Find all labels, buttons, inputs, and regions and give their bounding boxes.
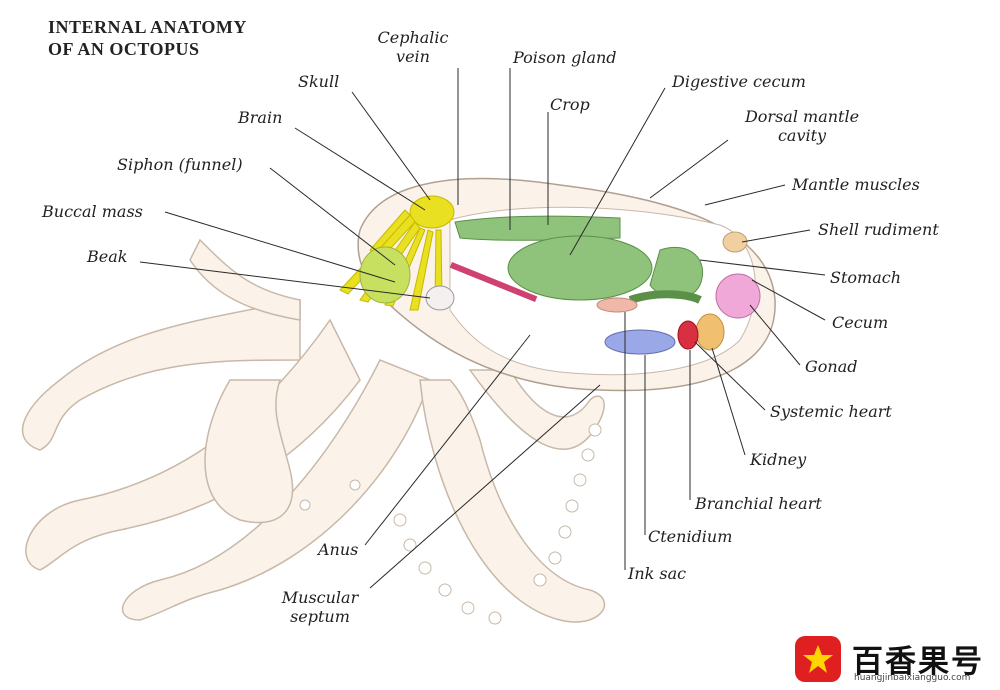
label-brain: Brain <box>238 108 283 127</box>
watermark-logo-icon <box>795 636 841 682</box>
kidney <box>695 313 725 351</box>
diagram-title: INTERNAL ANATOMY OF AN OCTOPUS <box>48 16 247 60</box>
ctenidium <box>604 329 676 355</box>
label-anus: Anus <box>318 540 359 559</box>
digestive-cecum <box>507 235 653 301</box>
watermark-text: 百香果号 <box>852 644 984 680</box>
label-buccal-mass: Buccal mass <box>42 202 143 221</box>
label-digestive-cecum: Digestive cecum <box>672 72 806 91</box>
label-beak: Beak <box>87 247 128 266</box>
label-branchial-heart: Branchial heart <box>695 494 822 513</box>
ink-sac <box>596 297 638 313</box>
label-cecum: Cecum <box>832 313 889 332</box>
label-ink-sac: Ink sac <box>628 564 687 583</box>
gonad <box>715 273 761 319</box>
octopus-arms <box>21 238 606 623</box>
intestine <box>628 290 702 304</box>
suckers <box>299 423 602 625</box>
label-dorsal-mantle-cavity: Dorsal mantle cavity <box>744 107 860 145</box>
label-mantle-muscles: Mantle muscles <box>792 175 920 194</box>
systemic-heart <box>677 320 699 350</box>
label-systemic-heart: Systemic heart <box>770 402 892 421</box>
shell-rudiment <box>722 231 748 253</box>
buccal-mass <box>359 246 411 304</box>
label-shell-rudiment: Shell rudiment <box>818 220 939 239</box>
watermark-url: huangjinbaixiangguo.com <box>854 673 971 683</box>
label-crop: Crop <box>550 95 590 114</box>
leader-lines <box>139 68 826 589</box>
watermark: 百香果号 huangjinbaixiangguo.com <box>792 628 1000 690</box>
label-stomach: Stomach <box>830 268 901 287</box>
label-siphon: Siphon (funnel) <box>117 155 243 174</box>
label-poison-gland: Poison gland <box>513 48 617 67</box>
poison-gland <box>449 261 538 303</box>
label-kidney: Kidney <box>750 450 807 469</box>
title-line-2: OF AN OCTOPUS <box>48 39 200 59</box>
label-ctenidium: Ctenidium <box>648 527 733 546</box>
crop <box>454 215 621 241</box>
label-skull: Skull <box>298 72 340 91</box>
label-muscular-septum: Muscular septum <box>281 588 359 626</box>
title-line-1: INTERNAL ANATOMY <box>48 17 247 37</box>
label-cephalic-vein: Cephalic vein <box>377 28 449 66</box>
beak <box>425 285 455 311</box>
label-gonad: Gonad <box>805 357 858 376</box>
